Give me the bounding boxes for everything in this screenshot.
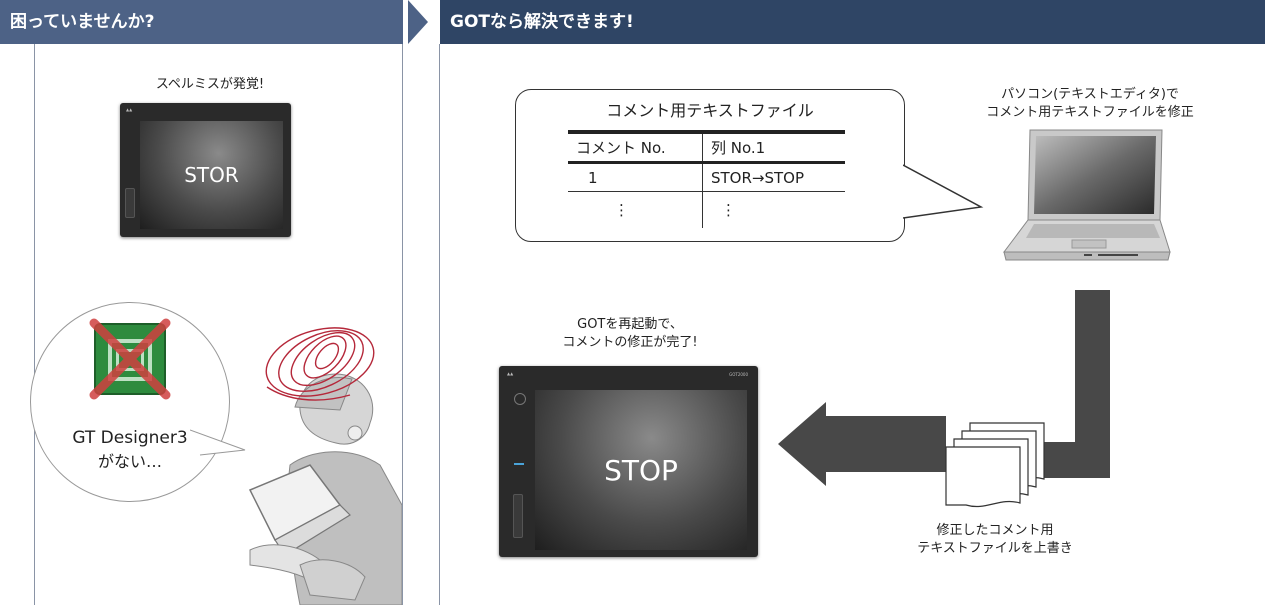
got-display-small: STOR	[140, 121, 283, 229]
got-logo-icon: ▲▲	[507, 371, 514, 376]
file-caption-line2: テキストファイルを上書き	[917, 541, 1073, 556]
spelling-error-caption: スペルミスが発覚!	[155, 77, 265, 92]
header-chevron-icon	[408, 0, 428, 44]
table-cell: STOR→STOP	[702, 162, 845, 192]
pc-caption-line2: コメント用テキストファイルを修正	[986, 105, 1194, 120]
table-row: ⋮ ⋮	[568, 191, 845, 228]
laptop-icon	[1003, 129, 1171, 261]
pc-caption-line1: パソコン(テキストエディタ)で	[1001, 87, 1179, 102]
table-row: 1 STOR→STOP	[568, 162, 845, 192]
got-power-button	[514, 393, 526, 405]
left-panel-border-right	[402, 44, 403, 605]
table-cell: 1	[568, 162, 703, 192]
gt-designer-label: GT Designer3	[72, 428, 188, 448]
column-header: 列 No.1	[702, 130, 845, 164]
got-screen-large: ▲▲ GOT2000 STOP	[499, 366, 758, 557]
screen-text-stop: STOP	[604, 453, 678, 487]
bubble-tail	[190, 429, 246, 456]
table-header-row: コメント No. 列 No.1	[568, 130, 845, 164]
column-header: コメント No.	[568, 130, 703, 164]
confusion-scribble-icon	[265, 327, 375, 401]
table-cell: ⋮	[614, 201, 629, 219]
comment-table: コメント No. 列 No.1 1 STOR→STOP ⋮ ⋮	[568, 130, 845, 228]
comment-file-title: コメント用テキストファイル	[606, 101, 814, 120]
got-restart-caption-line2: コメントの修正が完了!	[562, 335, 698, 350]
worker-illustration	[248, 373, 402, 605]
got-logo-icon: ▲▲	[126, 107, 133, 112]
got-led-indicator	[514, 463, 524, 465]
got-model-label: GOT2000	[729, 372, 748, 377]
right-panel-border-left	[439, 44, 440, 605]
got-display-large: STOP	[535, 390, 747, 550]
flow-arrow	[778, 290, 1110, 486]
cross-icon	[89, 318, 171, 400]
got-side-button	[513, 494, 523, 538]
got-screen-small: ▲▲ STOR	[120, 103, 291, 237]
left-panel-header: 困っていませんか?	[0, 0, 403, 44]
right-panel-header: GOTなら解決できます!	[440, 0, 1265, 44]
screen-text-stor: STOR	[184, 163, 239, 187]
documents-icon	[945, 422, 1045, 507]
bubble-pointer	[903, 164, 984, 219]
got-side-button	[125, 188, 135, 218]
table-cell: ⋮	[702, 191, 845, 228]
got-restart-caption-line1: GOTを再起動で、	[577, 317, 683, 332]
left-panel-border-left	[34, 44, 35, 605]
not-available-label: がない…	[97, 452, 162, 471]
file-caption-line1: 修正したコメント用	[936, 523, 1054, 538]
